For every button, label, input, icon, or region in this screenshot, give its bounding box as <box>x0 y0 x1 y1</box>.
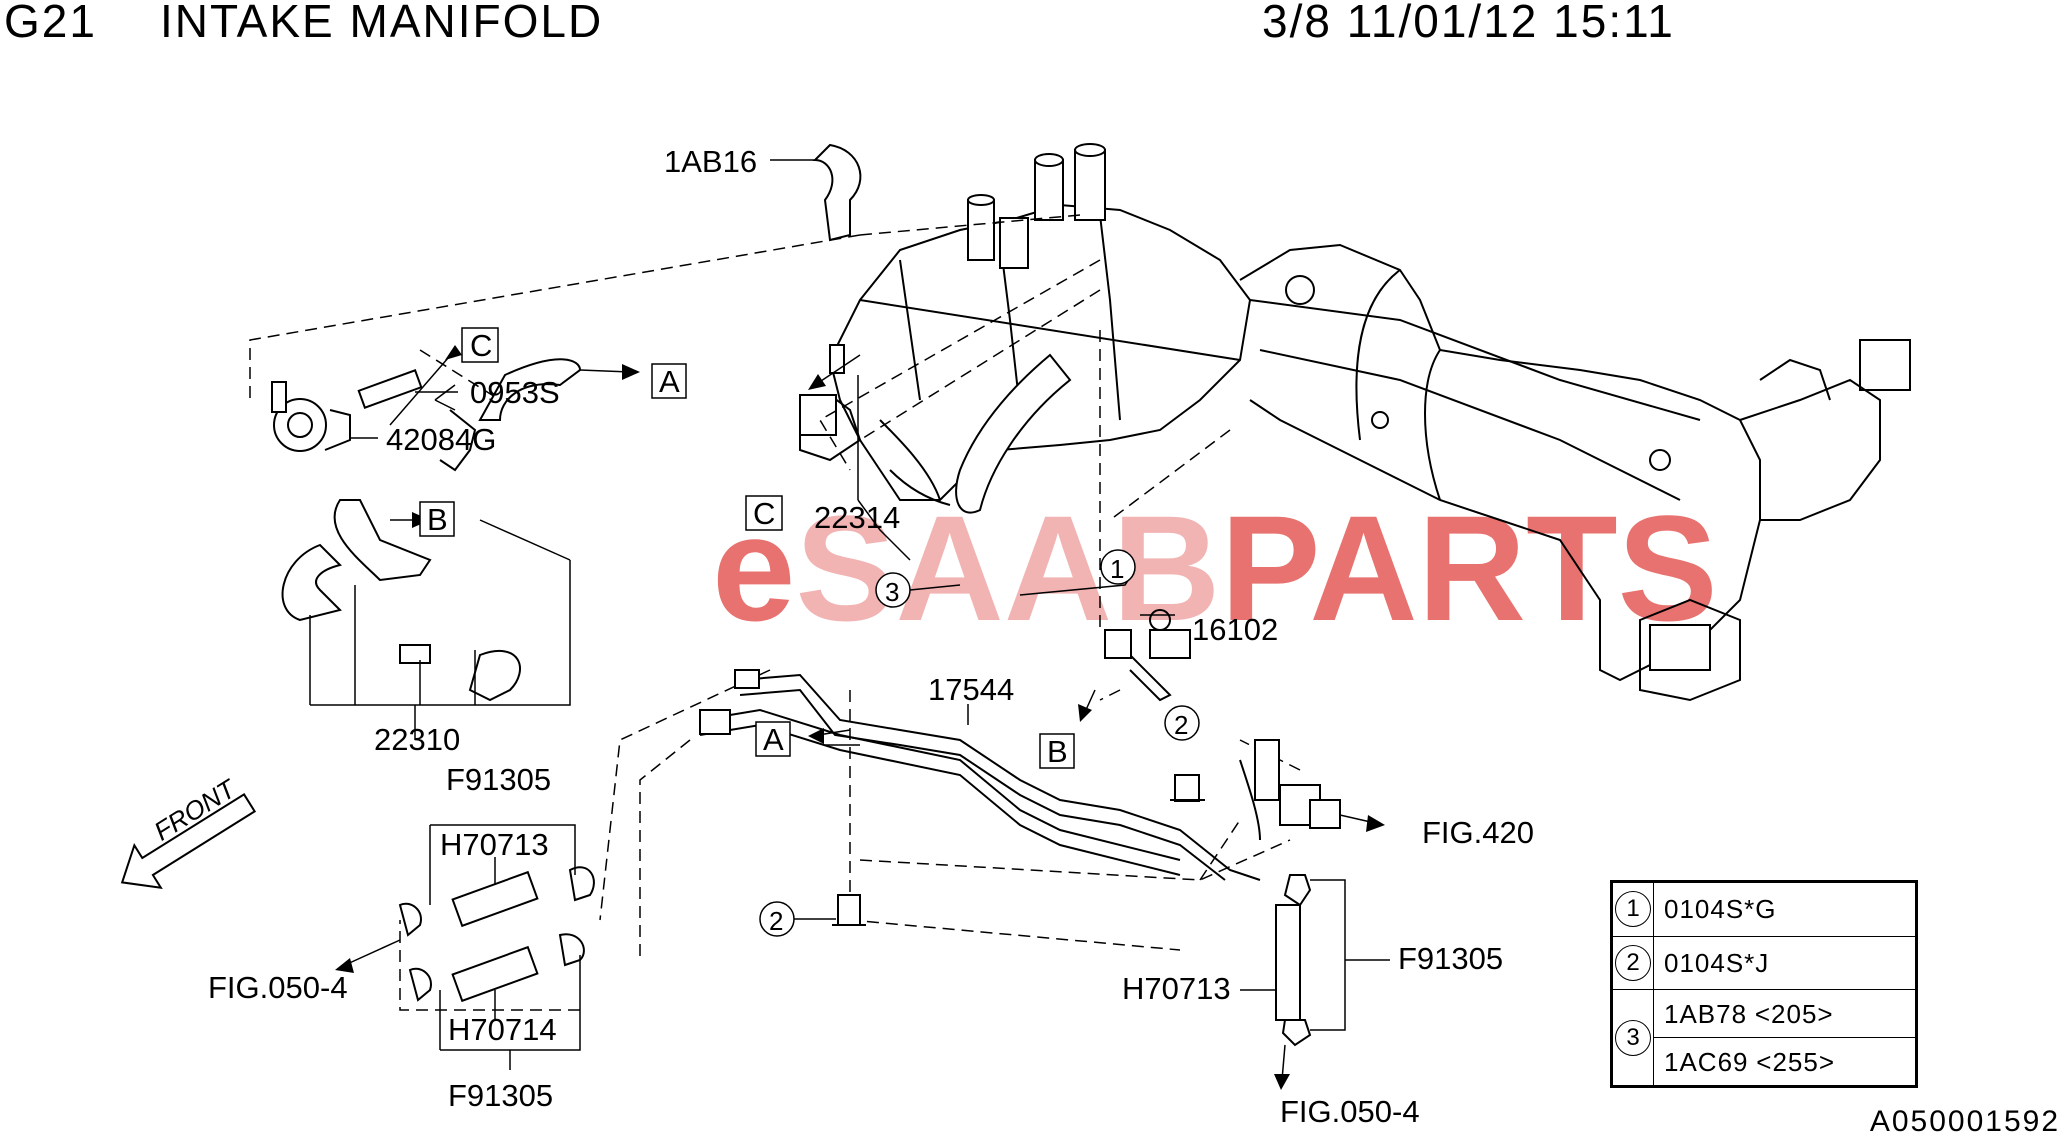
svg-text:A: A <box>659 364 680 399</box>
header-title: INTAKE MANIFOLD <box>160 0 604 47</box>
leader-3 <box>909 584 961 591</box>
legend-row: 1 0104S*G <box>1612 882 1916 937</box>
ref-box-C-mid: C <box>745 495 783 531</box>
svg-text:2: 2 <box>769 906 783 936</box>
callout-H70713-left: H70713 <box>440 827 549 862</box>
header-page-info: 3/8 11/01/12 15:11 <box>1262 0 1675 47</box>
legend-row: 2 0104S*J <box>1612 935 1916 991</box>
svg-text:B: B <box>427 502 448 537</box>
legend-num: 1 <box>1615 891 1651 928</box>
legend-table: 1 0104S*G 2 0104S*J 3 1AB78 <205> 1AC69 … <box>1610 880 1918 1088</box>
callout-16102: 16102 <box>1192 612 1278 647</box>
circle-number-3: 3 <box>875 572 911 608</box>
svg-text:C: C <box>753 496 775 531</box>
leader-lines <box>309 159 1390 1090</box>
callout-fig050-right: FIG.050-4 <box>1280 1094 1420 1129</box>
ref-box-C-top: C <box>461 327 499 363</box>
legend-code: 0104S*G <box>1664 894 1777 925</box>
circle-number-2-top: 2 <box>1164 705 1200 741</box>
callout-fig050-left: FIG.050-4 <box>208 970 348 1005</box>
callout-1AB16: 1AB16 <box>664 144 757 179</box>
callout-0953S: 0953S <box>470 375 560 410</box>
svg-text:B: B <box>1047 734 1068 769</box>
intake-manifold <box>799 143 1911 702</box>
ref-box-B-left: B <box>419 501 455 537</box>
watermark-suffix: PARTS <box>1220 484 1717 652</box>
svg-text:A: A <box>763 722 784 757</box>
svg-text:C: C <box>470 328 492 363</box>
callout-H70713-right: H70713 <box>1122 971 1231 1006</box>
callout-22314: 22314 <box>814 500 900 535</box>
legend-code: 1AB78 <box>1664 998 1748 1029</box>
callout-F91305-top: F91305 <box>446 762 551 797</box>
svg-text:1: 1 <box>1110 554 1124 584</box>
legend-row: 1AC69 <255> <box>1613 1037 1916 1086</box>
front-arrow: FRONT <box>120 772 257 889</box>
callout-H70714: H70714 <box>448 1012 557 1047</box>
legend-row: 3 1AB78 <205> <box>1612 989 1916 1086</box>
callout-17544: 17544 <box>928 672 1014 707</box>
ref-box-B-mid: B <box>1039 733 1075 769</box>
figure-reference: A050001592 <box>1869 1105 2060 1138</box>
callout-42084G: 42084G <box>386 422 496 457</box>
callout-F91305-bottom: F91305 <box>448 1078 553 1113</box>
legend-num: 2 <box>1615 944 1651 981</box>
header-code: G21 <box>4 0 97 47</box>
ref-box-A-top: A <box>651 363 687 399</box>
svg-text:3: 3 <box>885 577 899 607</box>
ref-box-A-mid: A <box>755 721 791 757</box>
legend-code: 0104S*J <box>1664 947 1770 978</box>
callout-fig420: FIG.420 <box>1422 815 1534 850</box>
legend-qty: <205> <box>1754 998 1834 1029</box>
legend-code: 1AC69 <box>1664 1046 1749 1077</box>
legend-qty: <255> <box>1756 1046 1836 1077</box>
callout-labels: 1AB16 0953S 42084G 22314 22310 16102 175… <box>208 144 1534 1129</box>
circle-number-2-bottom: 2 <box>759 901 795 937</box>
front-label: FRONT <box>149 772 243 846</box>
hose-components <box>271 143 1341 1047</box>
callout-F91305-right: F91305 <box>1398 941 1503 976</box>
legend-num: 3 <box>1615 1019 1651 1056</box>
svg-text:2: 2 <box>1174 710 1188 740</box>
circle-number-1: 1 <box>1100 549 1136 585</box>
callout-22310: 22310 <box>374 722 460 757</box>
